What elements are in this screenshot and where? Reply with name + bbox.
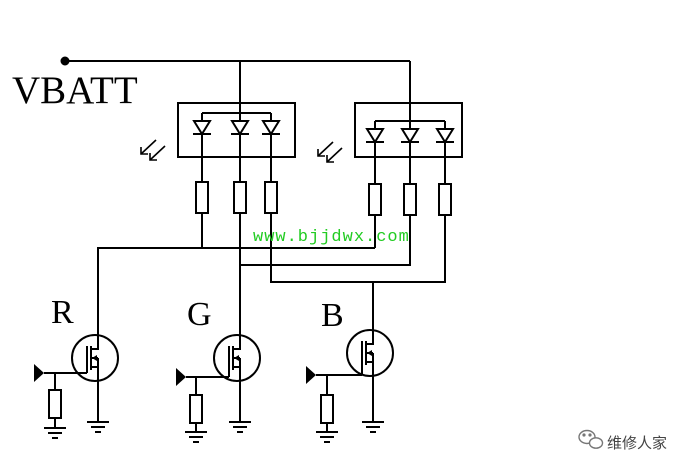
light-emission-icon (317, 141, 343, 163)
wechat-icon (578, 429, 604, 449)
resistor-r1 (195, 181, 209, 214)
led-diode-b1 (261, 120, 281, 135)
ground-icon (228, 421, 252, 433)
mosfet-r (71, 334, 119, 382)
ground-icon (86, 421, 110, 433)
gate-resistor-r (48, 389, 62, 419)
ground-icon (184, 431, 208, 443)
gate-input-b (306, 366, 316, 384)
light-emission-icon (140, 139, 166, 161)
led-resistors (195, 181, 452, 216)
mosfet-g (213, 334, 261, 382)
driver-g (176, 334, 261, 443)
led-diode-b2 (435, 128, 455, 143)
gate-resistor-g (189, 394, 203, 424)
gate-resistor-b (320, 394, 334, 424)
ground-icon (43, 427, 67, 439)
led-module-right (317, 102, 463, 184)
watermark-url: www.bjjdwx.com (253, 228, 410, 247)
gate-input-g (176, 368, 186, 386)
resistor-b2 (438, 183, 452, 216)
led-diode-g1 (230, 120, 250, 135)
resistor-g1 (233, 181, 247, 214)
ground-icon (361, 421, 385, 433)
channel-label-r: R (51, 294, 74, 331)
led-diode-g2 (400, 128, 420, 143)
resistor-g2 (403, 183, 417, 216)
driver-r (34, 334, 119, 439)
resistor-b1 (264, 181, 278, 214)
vbatt-label: VBATT (12, 69, 138, 112)
led-diode-r2 (365, 128, 385, 143)
source-badge: 维修人家 (578, 429, 667, 452)
mosfet-b (346, 329, 394, 377)
channel-label-g: G (187, 296, 212, 333)
led-diode-r1 (192, 120, 212, 135)
gate-input-r (34, 364, 44, 382)
ground-icon (315, 431, 339, 443)
vbatt-rail (60, 56, 411, 103)
badge-text: 维修人家 (607, 434, 667, 452)
channel-buses (97, 213, 446, 335)
channel-label-b: B (321, 297, 344, 334)
led-module-left (140, 102, 296, 182)
resistor-r2 (368, 183, 382, 216)
driver-b (306, 329, 394, 443)
